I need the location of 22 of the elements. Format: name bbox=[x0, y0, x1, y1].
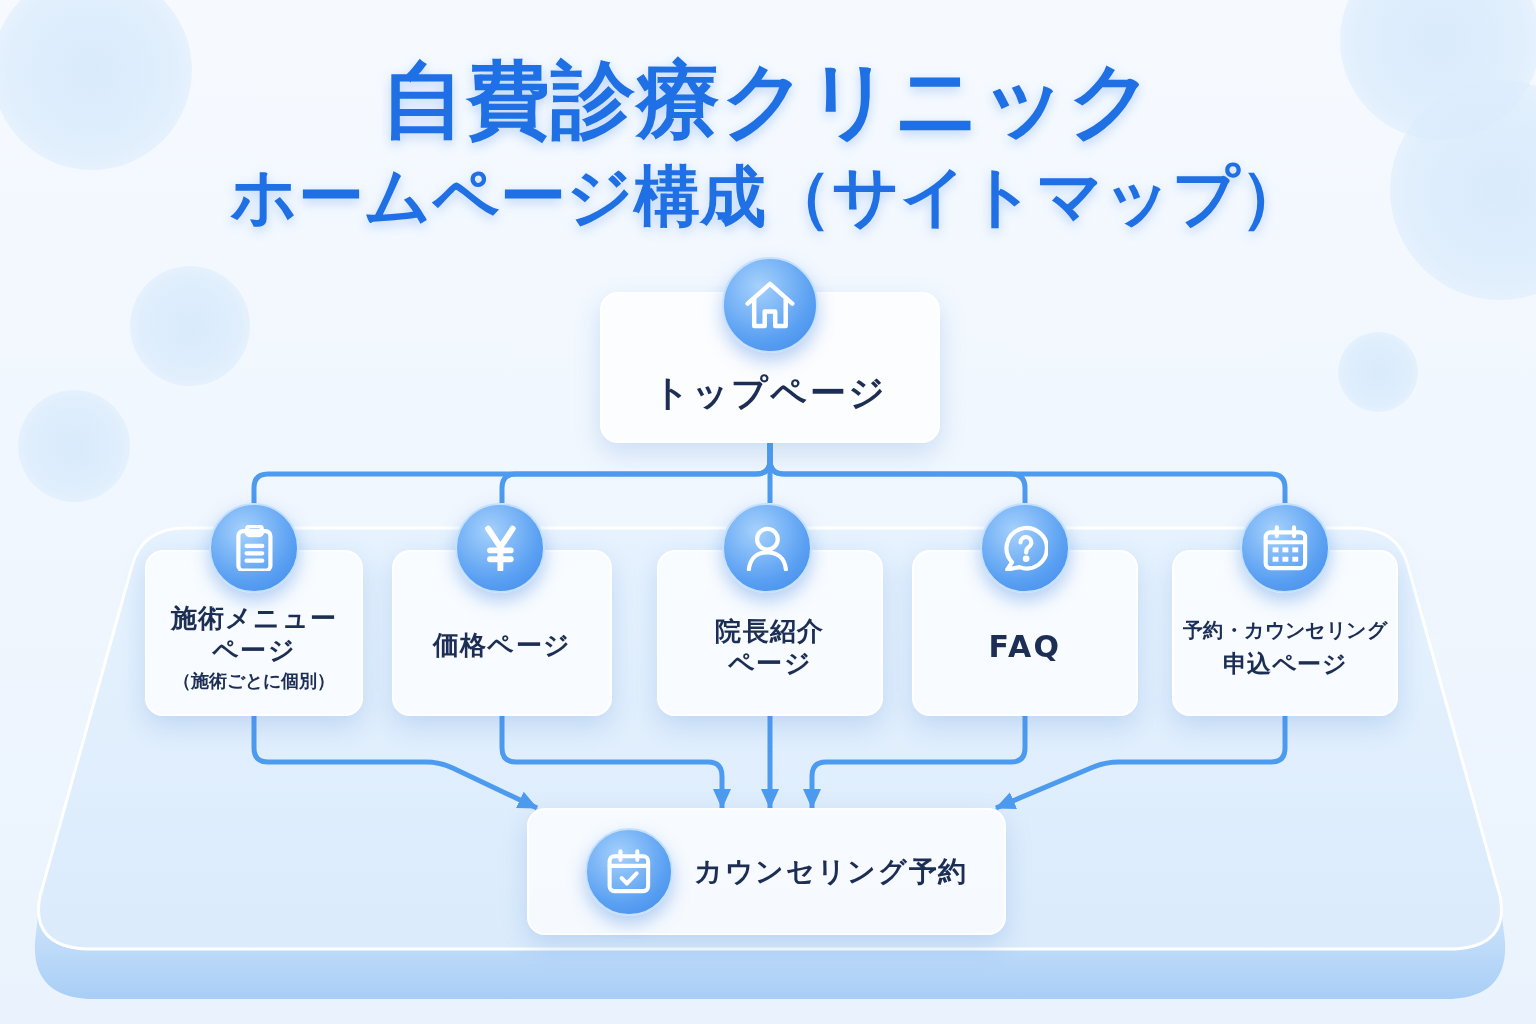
page-card bbox=[600, 257, 940, 443]
card-label: FAQ bbox=[988, 629, 1062, 665]
card-label: トップページ bbox=[653, 370, 887, 415]
page-card bbox=[392, 503, 612, 716]
card-note: （施術ごとに個別） bbox=[173, 669, 335, 693]
arrow bbox=[251, 716, 539, 811]
arrow bbox=[803, 716, 1028, 809]
card-label: 予約・カウンセリング申込ページ bbox=[1181, 617, 1389, 680]
card-label: カウンセリング予約 bbox=[694, 853, 969, 890]
page-card bbox=[657, 503, 883, 716]
arrow bbox=[995, 716, 1288, 811]
card-label: 施術メニューページ bbox=[169, 602, 339, 666]
card-label: 価格ページ bbox=[432, 629, 572, 661]
arrow bbox=[761, 716, 779, 809]
page-card bbox=[527, 808, 1006, 935]
page-title: 自費診療クリニックホームページ構成（サイトマップ） bbox=[230, 52, 1306, 237]
arrow bbox=[499, 716, 731, 809]
page-card bbox=[912, 503, 1138, 716]
connector-line bbox=[767, 443, 1288, 503]
page-card bbox=[145, 503, 363, 716]
page-card bbox=[1172, 503, 1398, 716]
card-label: 院長紹介ページ bbox=[714, 615, 826, 679]
